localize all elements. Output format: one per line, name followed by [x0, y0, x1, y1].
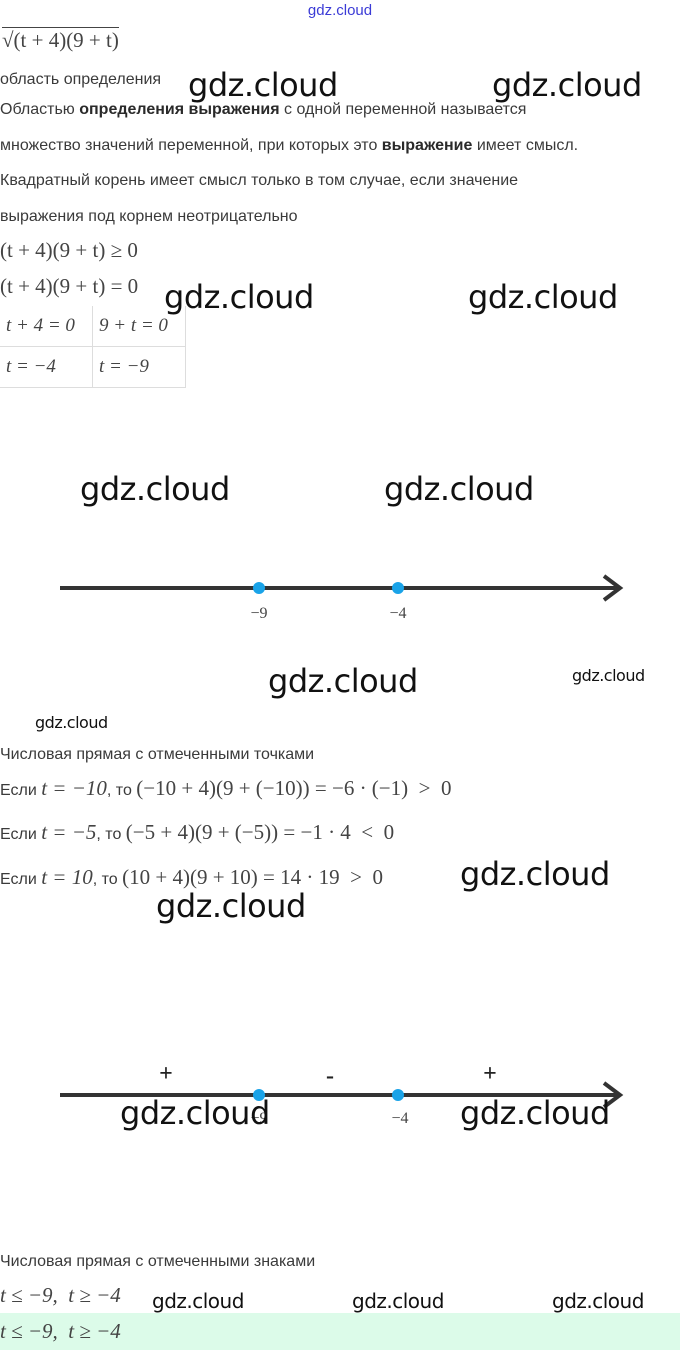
calculation: (−5 + 4)(9 + (−5)) = −1 · 4 < 0	[125, 820, 395, 844]
text: имеет смысл.	[472, 137, 579, 154]
watermark: gdz.cloud	[156, 887, 306, 925]
table-cell: t + 4 = 0	[0, 306, 93, 347]
definition-line-1: Областью определения выражения с одной п…	[0, 100, 526, 120]
point-label: −9	[250, 1110, 267, 1127]
text: Если	[0, 826, 42, 843]
roots-table: t + 4 = 0 9 + t = 0 t = −4 t = −9	[0, 306, 186, 388]
point-minus-4	[392, 582, 404, 594]
sign-plus: +	[483, 1061, 497, 1087]
watermark: gdz.cloud	[352, 1289, 444, 1313]
watermark: gdz.cloud	[35, 713, 108, 732]
definition-line-3: Квадратный корень имеет смысл только в т…	[0, 172, 519, 189]
watermark: gdz.cloud	[120, 1094, 270, 1132]
number-line-signs: + - + −9 −4	[60, 1061, 624, 1127]
point-label: −4	[391, 1110, 408, 1127]
watermark: gdz.cloud	[268, 662, 418, 700]
bold-term: определения выражения	[79, 101, 280, 118]
arrow-head-icon	[602, 1081, 624, 1109]
text: Если	[0, 782, 42, 799]
domain-heading: область определения	[0, 71, 162, 88]
expression-text: √(t + 4)(9 + t)	[2, 27, 119, 52]
condition: t = −5	[41, 820, 97, 844]
watermark: gdz.cloud	[460, 855, 610, 893]
calculation: (−10 + 4)(9 + (−10)) = −6 · (−1) > 0	[136, 776, 452, 800]
table-row: t = −4 t = −9	[0, 346, 186, 388]
table-cell: t = −4	[0, 346, 93, 388]
watermark: gdz.cloud	[188, 66, 338, 104]
watermark: gdz.cloud	[572, 666, 645, 685]
sign-minus: -	[326, 1063, 334, 1089]
point-minus-9	[253, 582, 265, 594]
solution: t ≤ −9, t ≥ −4	[0, 1283, 121, 1307]
check-row: Если t = 10, то (10 + 4)(9 + 10) = 14 · …	[0, 865, 383, 890]
definition-line-4: выражения под корнем неотрицательно	[0, 208, 298, 225]
watermark: gdz.cloud	[460, 1094, 610, 1132]
calculation: (10 + 4)(9 + 10) = 14 · 19 > 0	[122, 865, 383, 889]
watermark: gdz.cloud	[384, 470, 534, 508]
text: Областью	[0, 101, 80, 118]
point-minus-4	[392, 1089, 404, 1101]
text: с одной переменной называется	[279, 101, 527, 118]
check-row: Если t = −10, то (−10 + 4)(9 + (−10)) = …	[0, 776, 451, 801]
root-expression: √(t + 4)(9 + t)	[2, 27, 119, 53]
sign-plus: +	[159, 1061, 173, 1087]
answer-box: t ≤ −9, t ≥ −4	[0, 1313, 680, 1350]
answer: t ≤ −9, t ≥ −4	[0, 1319, 121, 1343]
watermark: gdz.cloud	[492, 66, 642, 104]
equation: (t + 4)(9 + t) = 0	[0, 274, 139, 298]
text: , то	[106, 782, 137, 799]
condition: t = −10	[41, 776, 107, 800]
condition: t = 10	[41, 865, 93, 889]
table-cell: t = −9	[92, 346, 186, 388]
number-line-points: −9 −4	[60, 574, 624, 622]
arrow-head-icon	[602, 574, 624, 602]
point-label: −9	[250, 605, 267, 622]
bold-term: выражение	[381, 137, 473, 154]
watermark: gdz.cloud	[164, 278, 314, 316]
text: , то	[92, 871, 123, 888]
table-row: t + 4 = 0 9 + t = 0	[0, 306, 186, 347]
watermark: gdz.cloud	[552, 1289, 644, 1313]
watermark: gdz.cloud	[80, 470, 230, 508]
watermark-top: gdz.cloud	[307, 2, 373, 19]
check-row: Если t = −5, то (−5 + 4)(9 + (−5)) = −1 …	[0, 820, 394, 845]
text: множество значений переменной, при котор…	[0, 137, 382, 154]
watermark: gdz.cloud	[468, 278, 618, 316]
caption-points: Числовая прямая с отмеченными точками	[0, 746, 315, 763]
watermark: gdz.cloud	[152, 1289, 244, 1313]
definition-line-2: множество значений переменной, при котор…	[0, 136, 578, 156]
inequality: (t + 4)(9 + t) ≥ 0	[0, 238, 138, 262]
caption-signs: Числовая прямая с отмеченными знаками	[0, 1253, 316, 1270]
text: , то	[96, 826, 126, 843]
point-minus-9	[253, 1089, 265, 1101]
text: Если	[0, 871, 42, 888]
point-label: −4	[389, 605, 406, 622]
